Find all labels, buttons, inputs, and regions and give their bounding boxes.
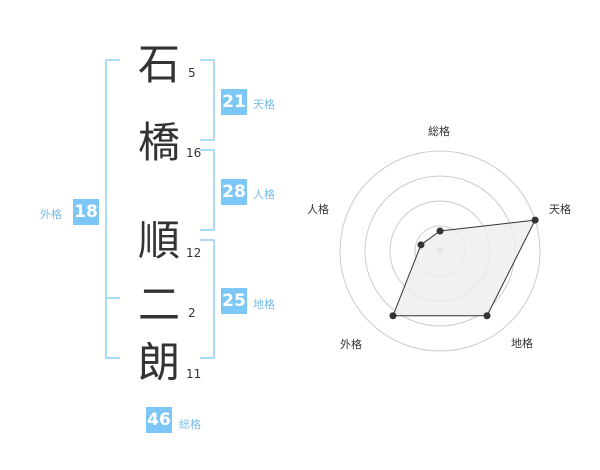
radar-point-3 <box>389 312 397 320</box>
radar-point-4 <box>417 241 425 249</box>
tenkaku-value: 21 <box>221 89 247 115</box>
jinkaku-bracket <box>200 149 215 231</box>
radar-axis-label-tenkaku: 天格 <box>549 203 571 216</box>
radar-point-1 <box>531 216 539 224</box>
radar-point-0 <box>436 227 444 235</box>
radar-point-2 <box>483 312 491 320</box>
gaikaku-label: 外格 <box>40 208 62 221</box>
name-char-3: 順 <box>137 216 180 265</box>
radar-axis-label-jinkaku: 人格 <box>307 203 329 216</box>
chikaku-value: 25 <box>221 288 247 314</box>
jinkaku-value: 28 <box>221 179 247 205</box>
stroke-count-2: 16 <box>186 146 202 160</box>
gaikaku-value: 18 <box>73 199 99 225</box>
jinkaku-label: 人格 <box>253 188 275 201</box>
name-char-5: 朗 <box>137 338 180 387</box>
soukaku-value: 46 <box>146 407 172 433</box>
gaikaku-bracket <box>105 59 120 359</box>
radar-series-polygon <box>392 219 536 317</box>
radar-axis-label-gaikaku: 外格 <box>340 338 362 351</box>
tenkaku-bracket <box>200 59 215 141</box>
stroke-count-4: 2 <box>188 306 196 320</box>
radar-axis-label-soukaku: 総格 <box>428 125 450 138</box>
radar-axis-label-chikaku: 地格 <box>511 337 533 350</box>
name-char-4: 二 <box>137 280 180 329</box>
tenkaku-label: 天格 <box>253 98 275 111</box>
stroke-count-5: 11 <box>186 367 202 381</box>
stroke-count-1: 5 <box>188 66 196 80</box>
stroke-count-3: 12 <box>186 246 202 260</box>
name-char-2: 橋 <box>137 118 180 167</box>
radar-ring-4 <box>339 150 541 352</box>
soukaku-label: 総格 <box>179 418 201 431</box>
name-char-1: 石 <box>137 40 180 89</box>
chikaku-bracket <box>200 239 215 359</box>
chikaku-label: 地格 <box>253 298 275 311</box>
